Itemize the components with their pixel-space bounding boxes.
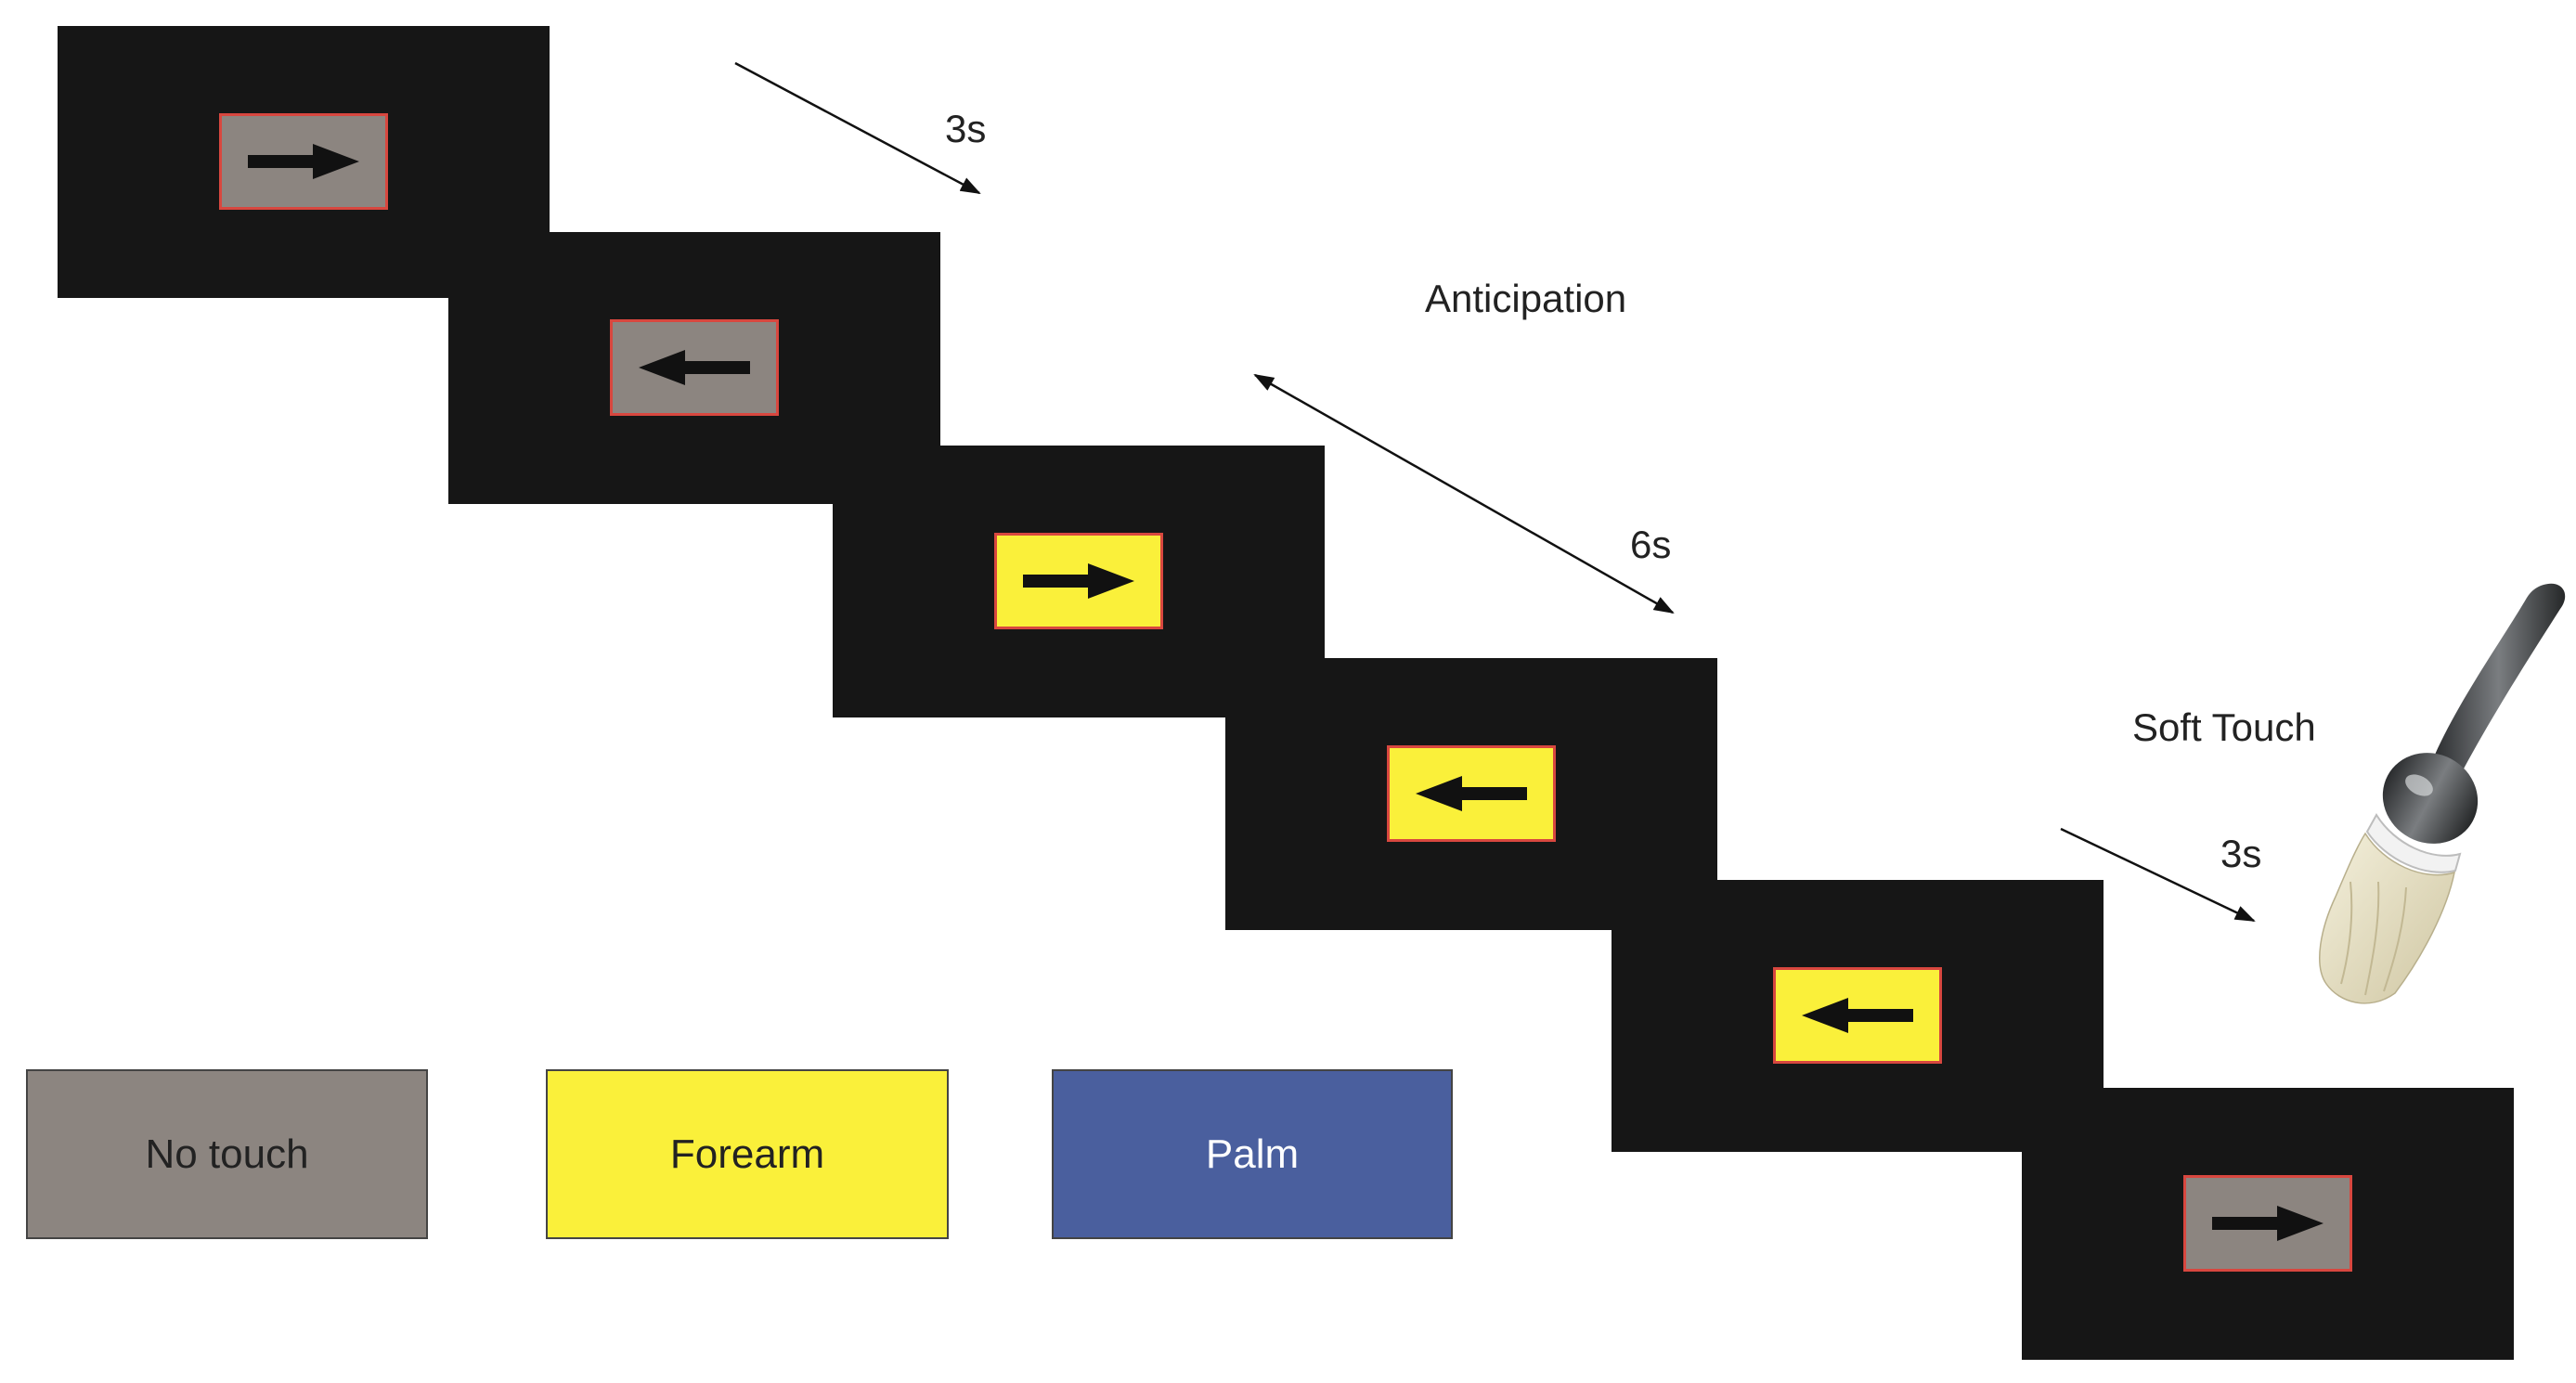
timing-label-anticipation: 6s: [1630, 523, 1672, 566]
legend-no-touch: No touch: [26, 1069, 428, 1239]
cue-3: [994, 533, 1163, 629]
cue-4: [1387, 745, 1556, 842]
timing-arrow-first: [734, 61, 981, 195]
timing-label-touch: 3s: [2220, 832, 2262, 875]
arrow-left-icon: [639, 350, 750, 385]
screen-1: [58, 26, 550, 298]
legend-label-forearm: Forearm: [669, 1131, 825, 1177]
arrow-right-icon: [2212, 1206, 2324, 1241]
arrow-right-icon: [248, 144, 359, 179]
timing-arrow-anticipation: [1253, 373, 1675, 614]
arrow-left-icon: [1802, 998, 1913, 1033]
cue-2: [610, 319, 779, 416]
arrow-right-icon: [1023, 563, 1134, 599]
legend-label-palm: Palm: [1205, 1131, 1300, 1177]
timing-label-first: 3s: [945, 107, 987, 150]
screen-6: [2022, 1088, 2514, 1360]
cue-5: [1773, 967, 1942, 1064]
screen-4: [1225, 658, 1717, 930]
timing-arrow-touch: [2060, 827, 2256, 923]
phase-label-soft-touch: Soft Touch: [2132, 705, 2316, 749]
paintbrush-icon: [2319, 583, 2566, 1004]
legend-label-no-touch: No touch: [145, 1131, 309, 1177]
legend-forearm: Forearm: [546, 1069, 949, 1239]
legend-palm: Palm: [1052, 1069, 1453, 1239]
phase-label-anticipation: Anticipation: [1425, 277, 1627, 320]
cue-6: [2183, 1175, 2352, 1272]
screen-5: [1612, 880, 2104, 1152]
arrow-left-icon: [1416, 776, 1527, 811]
cue-1: [219, 113, 388, 210]
